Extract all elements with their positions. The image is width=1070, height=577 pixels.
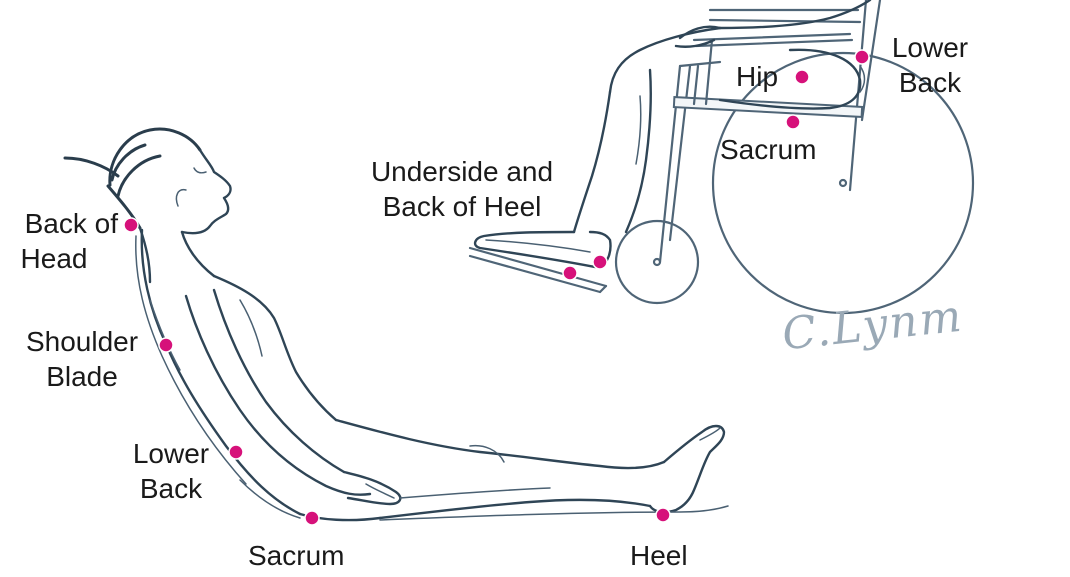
dot-heel-lying: [656, 508, 670, 522]
label-heel-seated: Underside and Back of Heel: [348, 154, 576, 224]
label-sacrum-seated: Sacrum: [720, 132, 816, 167]
dot-lower-back-lying: [229, 445, 243, 459]
label-lower-back-lying: Lower Back: [118, 436, 224, 506]
dot-heel-seated-underside: [563, 266, 577, 280]
dot-sacrum-lying: [305, 511, 319, 525]
label-back-of-head: Back of Head: [0, 206, 118, 276]
dot-hip-seated: [795, 70, 809, 84]
label-lower-back-seated: Lower Back: [878, 30, 982, 100]
dot-back-of-head: [124, 218, 138, 232]
dot-heel-seated-back: [593, 255, 607, 269]
label-shoulder-blade: Shoulder Blade: [6, 324, 158, 394]
label-sacrum-lying: Sacrum: [248, 538, 344, 573]
dot-sacrum-seated: [786, 115, 800, 129]
dot-shoulder-blade: [159, 338, 173, 352]
label-hip-seated: Hip: [736, 59, 778, 94]
dot-lower-back-seated: [855, 50, 869, 64]
label-heel-lying: Heel: [630, 538, 688, 573]
